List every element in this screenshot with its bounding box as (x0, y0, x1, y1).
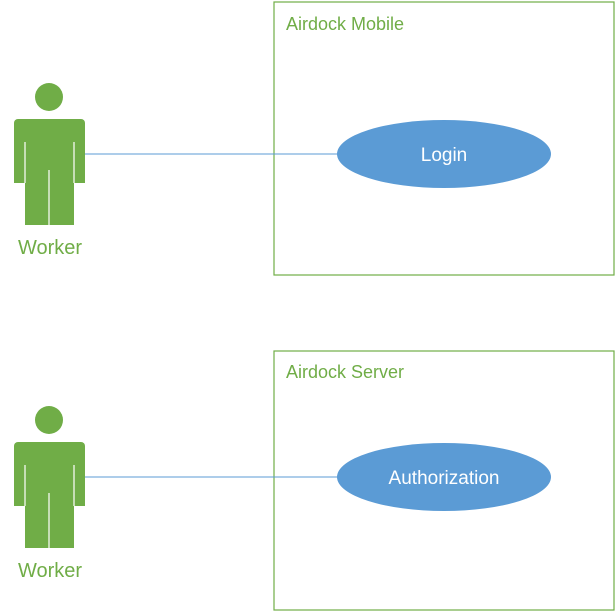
use-case-ellipse[interactable] (337, 120, 551, 188)
system-group-mobile: Airdock Mobile Worker Login (14, 1, 615, 276)
use-case-ellipse[interactable] (337, 443, 551, 511)
system-title-mobile: Airdock Mobile (286, 14, 404, 34)
actor-label-mobile: Worker (18, 237, 82, 259)
use-case-authorization[interactable]: Authorization (337, 443, 551, 511)
system-group-server: Airdock Server Worker Authorization (14, 350, 615, 611)
use-case-label: Authorization (389, 468, 500, 489)
system-boundary-mobile (273, 1, 615, 276)
actor-label-server: Worker (18, 560, 82, 582)
person-icon (14, 83, 85, 225)
use-case-label: Login (421, 145, 468, 166)
system-title-server: Airdock Server (286, 362, 404, 382)
person-icon (14, 406, 85, 548)
system-boundary-server (273, 350, 615, 611)
use-case-login[interactable]: Login (337, 120, 551, 188)
